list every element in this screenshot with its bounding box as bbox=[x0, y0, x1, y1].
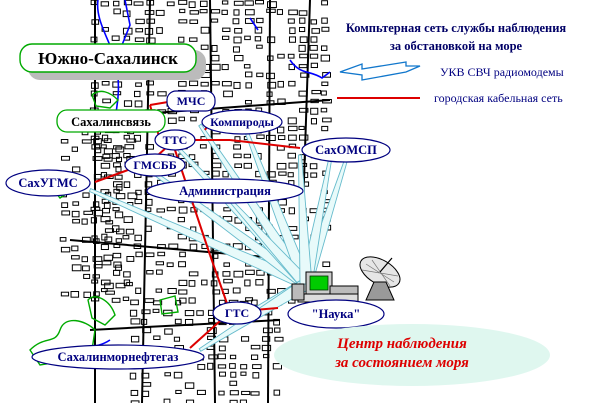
figure-title-line1: Компьтерная сеть службы наблюдения bbox=[346, 21, 567, 35]
city-label: Южно-Сахалинск bbox=[19, 43, 206, 80]
center-label-line1: Центр наблюдения bbox=[336, 336, 467, 352]
radio-beam bbox=[298, 154, 313, 285]
center-label-line2: за состоянием моря bbox=[334, 355, 469, 371]
computer-workstation-icon bbox=[291, 271, 359, 303]
node-nauka: "Наука" bbox=[287, 299, 385, 329]
node-komprirody-label: Компироды bbox=[210, 115, 274, 129]
node-sakhalinmorneftegaz: Сахалинморнефтегаз bbox=[31, 344, 205, 370]
city-name: Южно-Сахалинск bbox=[38, 49, 178, 68]
node-gts-label: ГТС bbox=[225, 306, 249, 320]
node-nauka-label: "Наука" bbox=[312, 307, 361, 321]
legend-radio-label: УКВ СВЧ радиомодемы bbox=[440, 65, 564, 79]
node-sakhalinsvyaz-label: Сахалинсвязь bbox=[71, 115, 151, 129]
node-mchs: МЧС bbox=[166, 90, 216, 112]
node-gts: ГТС bbox=[212, 301, 262, 325]
node-sakhugms-label: СахУГМС bbox=[18, 176, 77, 190]
node-komprirody: Компироды bbox=[201, 109, 283, 135]
node-administratsiya-label: Администрация bbox=[179, 184, 271, 198]
node-gmsbb: ГМСББ bbox=[124, 153, 186, 177]
observation-center: Центр наблюдения за состоянием моря bbox=[274, 324, 550, 386]
node-tts: ТТС bbox=[154, 129, 196, 151]
node-sakhalinsvyaz: Сахалинсвязь bbox=[56, 109, 166, 133]
legend-cable-label: городская кабельная сеть bbox=[434, 91, 563, 105]
node-sakhomsp: СахОМСП bbox=[301, 137, 391, 163]
node-sakhomsp-label: СахОМСП bbox=[315, 143, 377, 157]
satellite-dish-icon bbox=[359, 256, 401, 301]
legend: УКВ СВЧ радиомодемы городская кабельная … bbox=[337, 61, 564, 105]
node-sakhugms: СахУГМС bbox=[5, 169, 91, 197]
node-mchs-label: МЧС bbox=[177, 94, 206, 108]
figure-title-line2: за обстановкой на море bbox=[390, 39, 523, 53]
node-tts-label: ТТС bbox=[163, 133, 188, 147]
node-gmsbb-label: ГМСББ bbox=[133, 158, 176, 172]
node-sakhalinmorneftegaz-label: Сахалинморнефтегаз bbox=[58, 350, 179, 364]
node-administratsiya: Администрация bbox=[146, 178, 304, 204]
radio-legend-arrow-icon bbox=[339, 61, 421, 81]
